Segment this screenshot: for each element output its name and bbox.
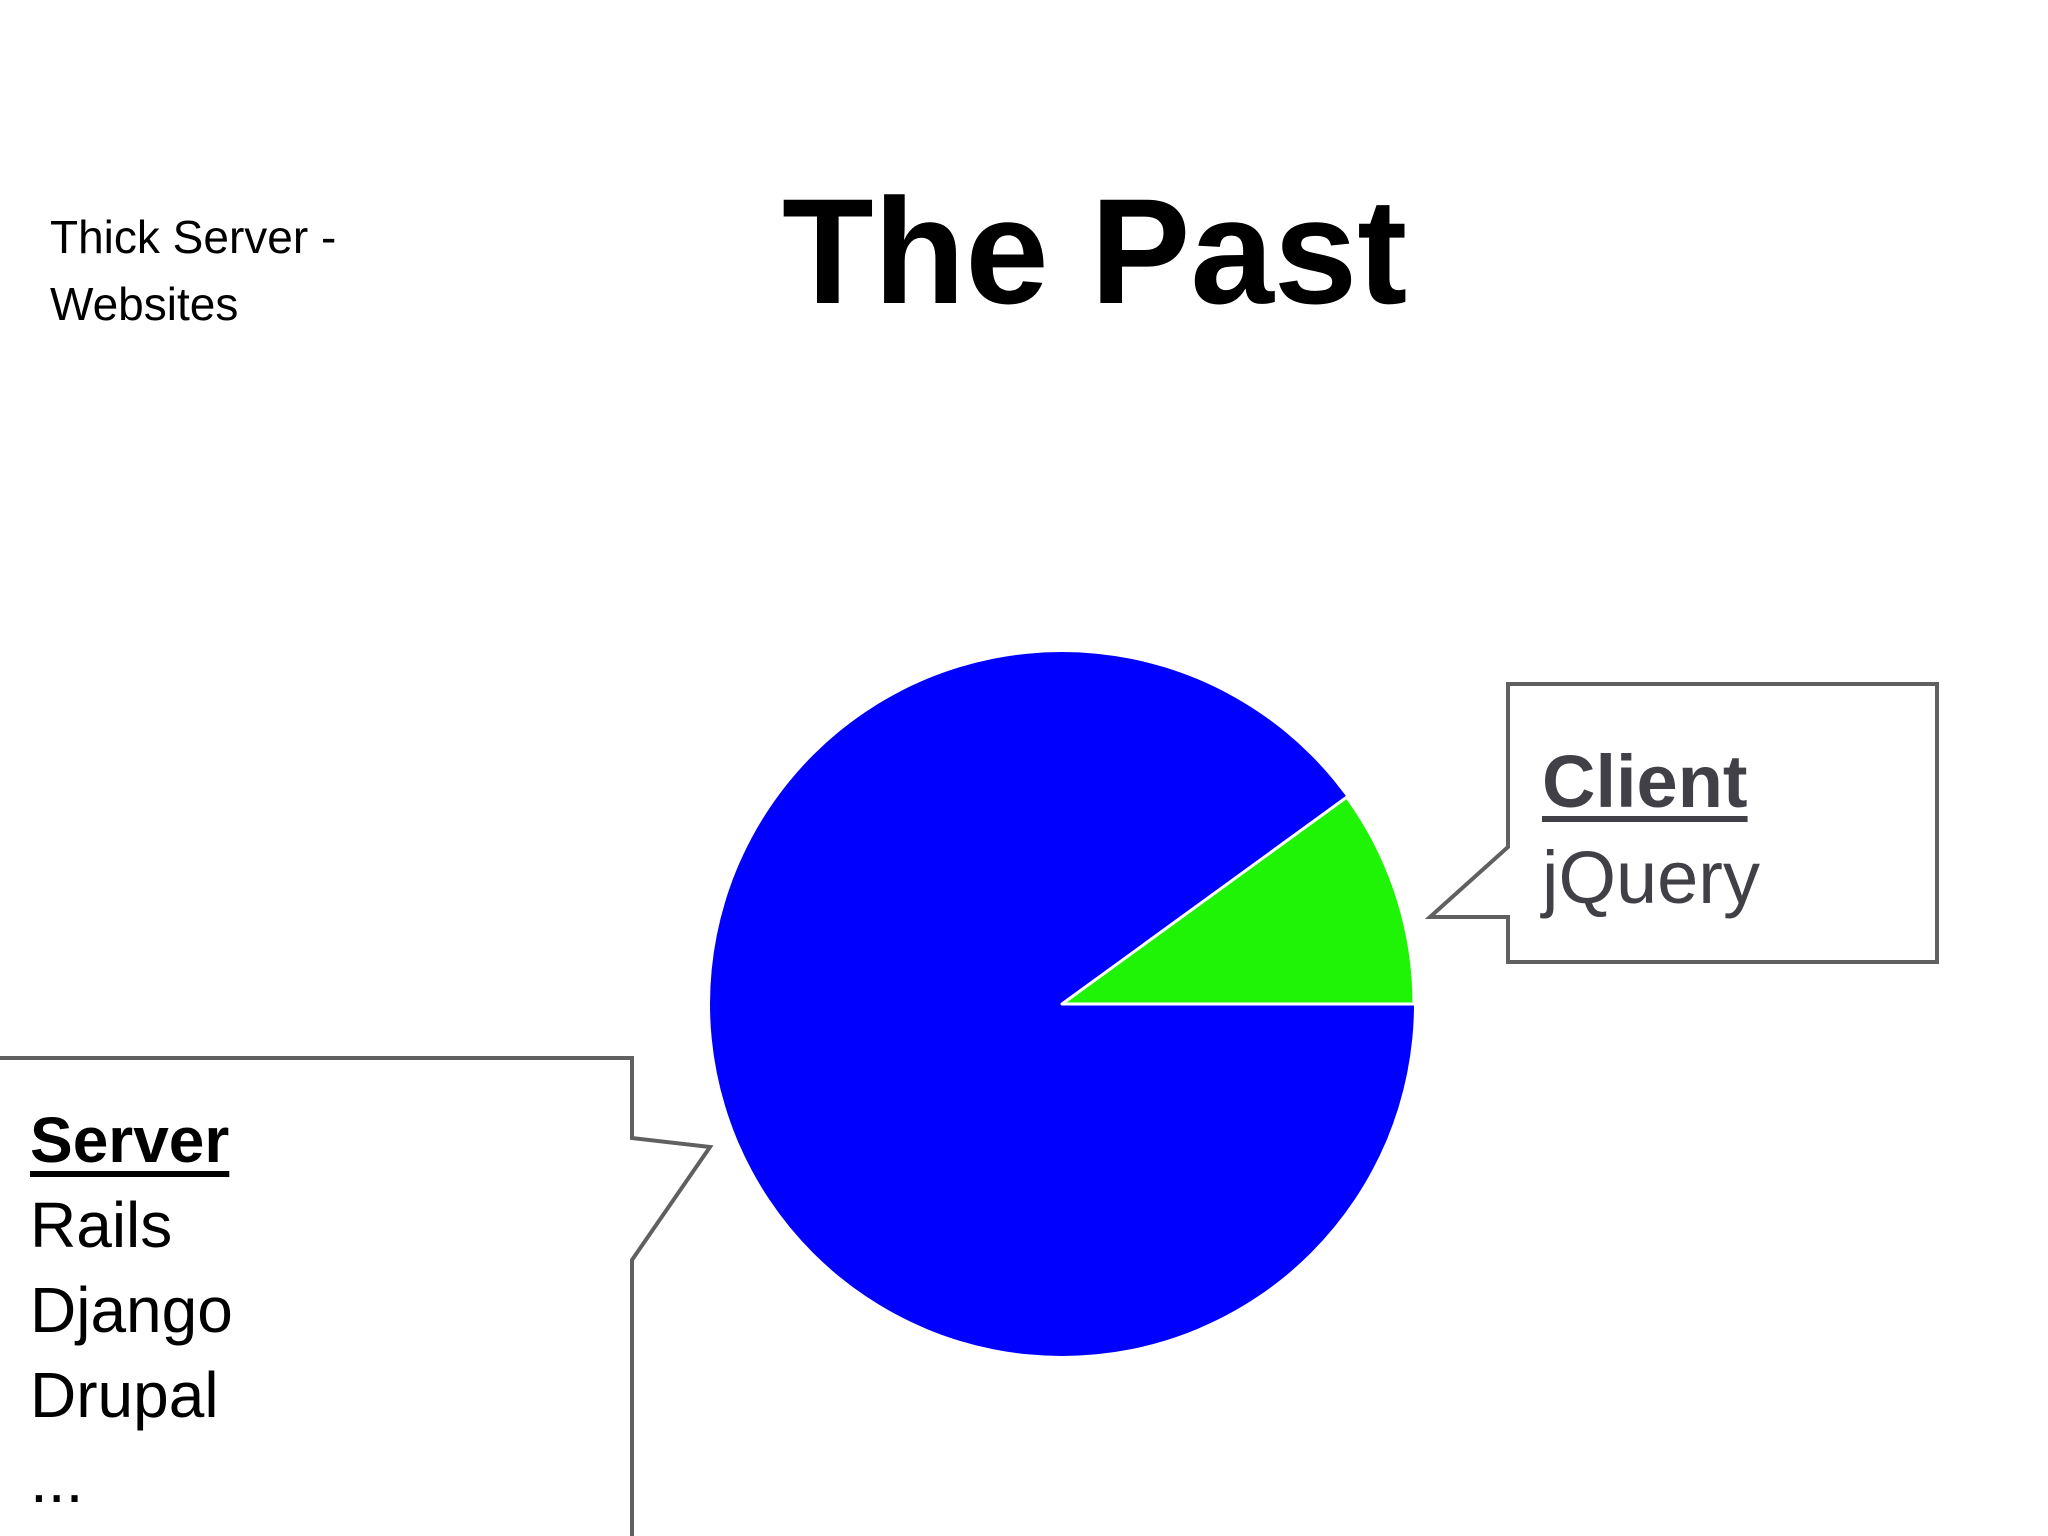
server-callout-item: Rails — [30, 1189, 173, 1261]
client-callout-bubble — [1424, 682, 1939, 964]
server-callout-item: Django — [30, 1274, 233, 1346]
slide-header-label: Thick Server - Websites — [50, 211, 337, 330]
server-callout-text: Server Rails Django Drupal ... — [30, 1098, 233, 1523]
server-callout-bubble — [0, 1056, 714, 1536]
client-callout-item: jQuery — [1542, 836, 1760, 919]
slide-title: The Past — [782, 167, 1408, 335]
pie-slice-client — [1060, 795, 1416, 1006]
server-callout-item: Drupal — [30, 1359, 219, 1431]
client-callout-text: Client jQuery — [1542, 734, 1760, 926]
server-callout-heading: Server — [30, 1104, 230, 1176]
client-callout-heading: Client — [1542, 740, 1748, 823]
server-callout-item: ... — [30, 1444, 84, 1516]
